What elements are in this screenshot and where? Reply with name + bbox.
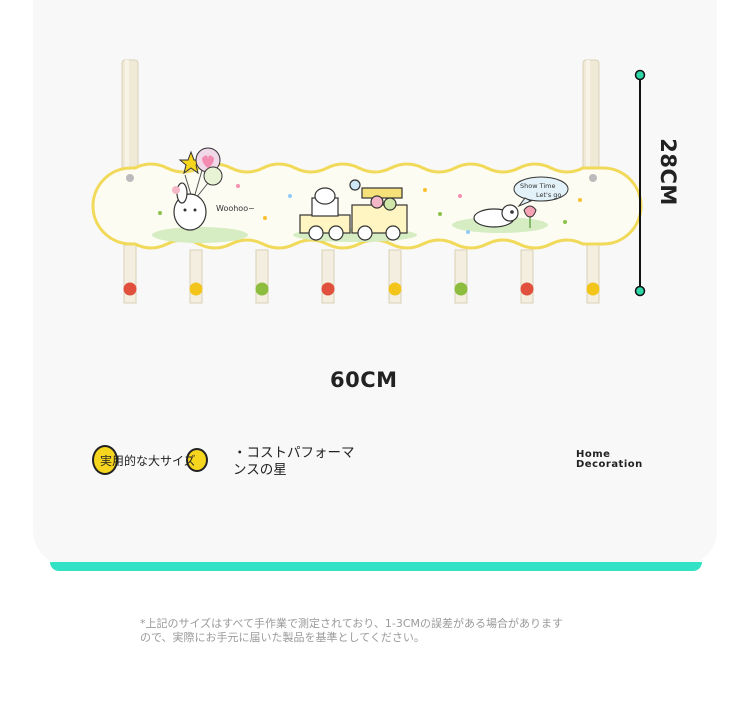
measurement-note-line1: *上記のサイズはすべて手作業で測定されており、1-3CMの誤差がある場合がありま…	[140, 617, 563, 630]
right-screw-icon	[589, 174, 597, 182]
feature-description: ・コストパフォーマ ンスの星	[233, 445, 355, 479]
dog-character	[473, 204, 519, 228]
left-door-hook	[121, 59, 139, 173]
speech-text-line1: Show Time	[520, 182, 556, 190]
speech-bubble	[513, 176, 569, 208]
measurement-note-line2: ので、実際にお手元に届いた製品を基準としてください。	[140, 631, 425, 644]
measurement-note: *上記のサイズはすべて手作業で測定されており、1-3CMの誤差がある場合がありま…	[140, 617, 563, 645]
hook-peg-1	[123, 282, 137, 296]
hook-pegs	[123, 282, 600, 296]
brand-line2: Decoration	[576, 459, 643, 470]
tulip-icon	[523, 205, 537, 228]
product-card	[33, 0, 717, 565]
hook-peg-3	[255, 282, 269, 296]
brand-line1: Home	[576, 449, 611, 460]
bubble-left-icon	[92, 445, 118, 475]
hook-peg-7	[520, 282, 534, 296]
bubble-right-icon	[185, 448, 208, 472]
hook-peg-4	[321, 282, 335, 296]
feature-label: 実用的な大サイズ	[100, 453, 196, 468]
hook-peg-2	[189, 282, 203, 296]
hook-peg-8	[586, 282, 600, 296]
feature-description-line2: ンスの星	[233, 462, 287, 478]
right-door-hook	[582, 59, 600, 173]
feature-description-line1: ・コストパフォーマ	[233, 445, 355, 461]
hook-peg-6	[454, 282, 468, 296]
speech-text-line2: Let's go	[536, 191, 561, 199]
feature-badge: 実用的な大サイズ	[92, 445, 208, 475]
woohoo-text: Woohoo~	[216, 204, 255, 213]
bunny-character	[172, 182, 207, 231]
width-label: 60CM	[330, 368, 398, 392]
hanger-illustration: Woohoo~ Show Time Let's go	[91, 59, 646, 304]
decor-dots	[158, 184, 582, 234]
accent-bar	[50, 562, 702, 571]
brand-logo: Home Decoration	[576, 450, 643, 470]
balloon-cluster	[178, 147, 223, 199]
height-label: 28CM	[656, 138, 680, 206]
left-screw-icon	[126, 174, 134, 182]
train-illustration	[299, 179, 408, 241]
height-dimension-line	[634, 69, 646, 297]
hook-peg-5	[388, 282, 402, 296]
